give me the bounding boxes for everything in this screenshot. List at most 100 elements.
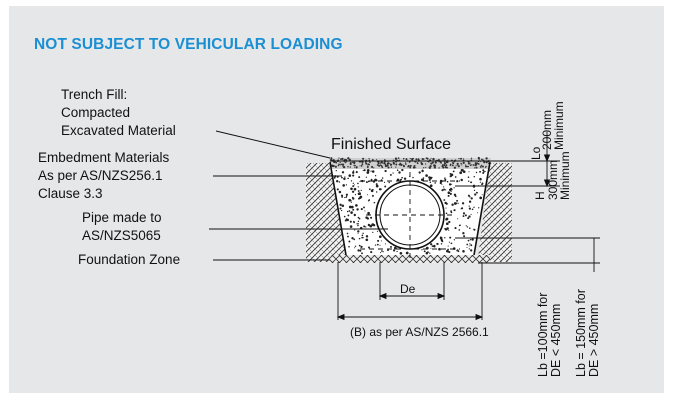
stipple-dot	[467, 239, 470, 242]
speckle-dot	[460, 157, 462, 160]
speckle-dot	[365, 161, 367, 163]
speckle-dot	[365, 162, 368, 165]
stipple-dot	[352, 174, 355, 177]
speckle-dot	[426, 158, 429, 160]
stipple-dot	[373, 201, 376, 204]
stipple-dot	[453, 239, 456, 241]
embedment-line1: Embedment Materials	[38, 150, 170, 165]
stipple-dot	[469, 238, 472, 241]
stipple-dot	[357, 249, 360, 252]
stipple-dot	[428, 178, 431, 182]
stipple-dot	[343, 215, 346, 218]
speckle-dot	[467, 165, 469, 168]
stipple-dot	[374, 244, 377, 246]
stipple-dot	[401, 168, 404, 172]
speckle-dot	[342, 165, 344, 167]
stipple-dot	[443, 199, 446, 201]
speckle-dot	[353, 164, 355, 167]
speckle-dot	[338, 163, 340, 165]
speckle-dot	[470, 157, 473, 159]
stipple-dot	[430, 247, 432, 249]
stipple-dot	[429, 252, 431, 254]
speckle-dot	[428, 161, 430, 163]
stipple-dot	[392, 172, 394, 174]
speckle-dot	[470, 159, 473, 161]
stipple-dot	[362, 170, 364, 172]
stipple-dot	[358, 244, 361, 247]
stipple-dot	[479, 170, 482, 173]
stipple-dot	[422, 177, 425, 179]
stipple-dot	[359, 195, 363, 199]
stipple-dot	[345, 193, 348, 196]
stipple-dot	[365, 235, 369, 238]
speckle-dot	[349, 161, 352, 164]
stipple-dot	[383, 181, 386, 183]
speckle-dot	[334, 165, 337, 168]
stipple-dot	[448, 220, 451, 224]
stipple-dot	[355, 204, 358, 207]
stipple-dot	[450, 242, 453, 245]
stipple-dot	[475, 171, 478, 174]
speckle-dot	[415, 158, 418, 161]
speckle-dot	[387, 161, 389, 163]
stipple-dot	[352, 171, 355, 174]
stipple-dot	[364, 210, 366, 212]
stipple-dot	[405, 251, 409, 255]
speckle-dot	[407, 164, 410, 168]
stipple-dot	[366, 194, 368, 196]
stipple-dot	[359, 249, 362, 252]
stipple-dot	[348, 240, 351, 243]
stipple-dot	[396, 250, 398, 253]
speckle-dot	[347, 166, 349, 168]
stipple-dot	[446, 227, 449, 230]
stipple-dot	[358, 197, 360, 200]
stipple-dot	[357, 230, 360, 233]
stipple-dot	[454, 227, 457, 230]
stipple-dot	[357, 232, 359, 234]
speckle-dot	[432, 157, 435, 161]
speckle-dot	[456, 164, 459, 166]
native-soil-left	[306, 163, 346, 262]
speckle-dot	[424, 163, 427, 165]
speckle-dot	[370, 165, 374, 168]
stipple-dot	[361, 234, 364, 237]
stipple-dot	[459, 171, 463, 175]
speckle-dot	[461, 164, 463, 166]
speckle-dot	[455, 159, 457, 161]
stipple-dot	[460, 168, 464, 172]
stipple-dot	[466, 226, 469, 228]
trench-wall-left	[329, 161, 347, 256]
speckle-dot	[430, 162, 433, 165]
stipple-dot	[350, 187, 353, 191]
speckle-dot	[422, 158, 425, 160]
speckle-dot	[484, 167, 486, 169]
speckle-dot	[453, 166, 457, 169]
stipple-dot	[348, 245, 350, 248]
stipple-dot	[335, 169, 337, 172]
stipple-dot	[389, 173, 392, 176]
speckle-dot	[405, 158, 408, 161]
stipple-dot	[468, 171, 470, 173]
lb-100-line1: Lb =100mm for	[536, 293, 550, 377]
speckle-dot	[442, 166, 445, 169]
speckle-dot	[485, 161, 488, 164]
stipple-dot	[470, 197, 473, 200]
stipple-dot	[441, 189, 444, 192]
stipple-dot	[471, 208, 474, 211]
stipple-dot	[460, 169, 462, 171]
stipple-dot	[396, 178, 400, 182]
stipple-dot	[369, 224, 373, 228]
stipple-dot	[371, 170, 375, 173]
speckle-dot	[480, 158, 483, 160]
speckle-dot	[425, 166, 427, 168]
stipple-dot	[440, 236, 442, 238]
native-soil-right	[478, 163, 512, 262]
pipe-reference-lines	[360, 172, 460, 258]
stipple-dot	[357, 186, 359, 188]
stipple-dot	[448, 183, 452, 186]
speckle-dot	[452, 164, 454, 167]
speckle-dot	[458, 157, 460, 160]
speckle-dot	[409, 158, 411, 160]
stipple-dot	[384, 243, 387, 245]
speckle-dot	[457, 165, 460, 168]
